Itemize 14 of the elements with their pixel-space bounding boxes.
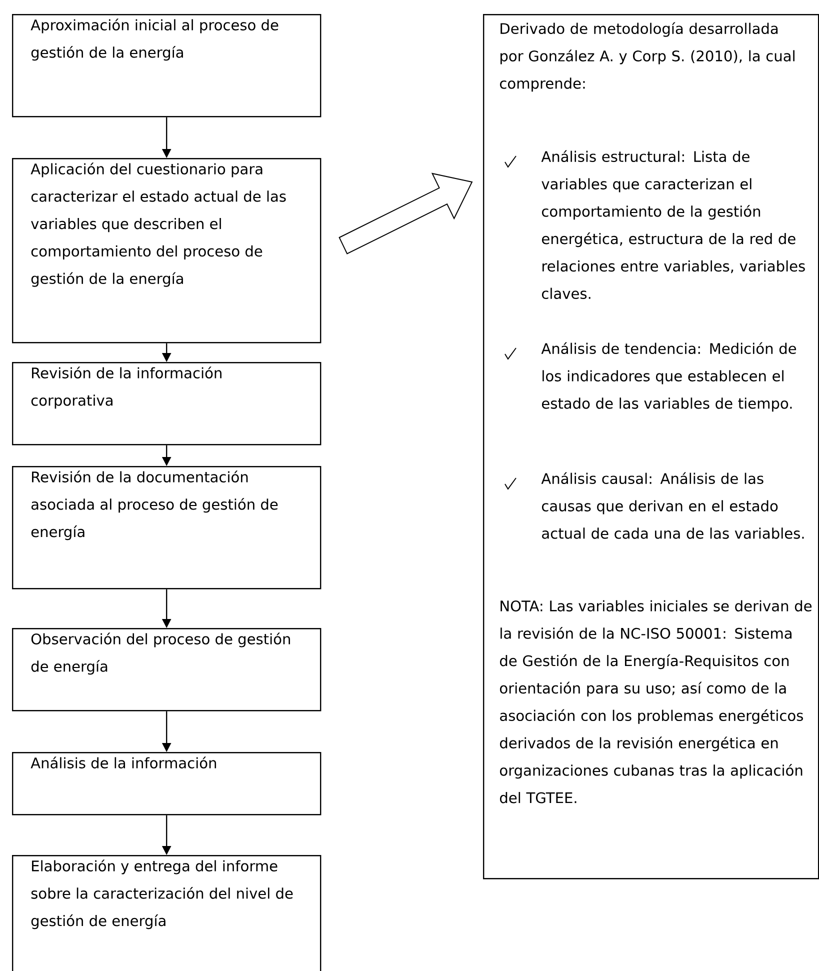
process-box: Análisis de la información: [12, 752, 322, 816]
process-box: Revisión de la información corporativa: [12, 362, 322, 446]
process-box: Elaboración y entrega del informe sobre la caracterización del nivel de gestión de energía: [12, 855, 322, 971]
paragraph-text: Derivado de metodología desarrollada por González A. y Corp S. (2010), la cual comprende:: [500, 22, 794, 92]
process-box: Observación del proceso de gestión de energía: [12, 628, 322, 712]
bullet-text: Análisis causal: Análisis de las causas que derivan en el estado actual de cada una de las variables.: [541, 472, 804, 539]
paragraph-text: NOTA: Las variables iniciales se derivan de la revisión de la NC-ISO 50001: Sistema de Gestión de la Energía-Requisitos con orientación para su uso; así como de la asociación con los problemas energéticos derivados de la revisión energética en organizaciones cubanas tras la aplicación del TGTEE.: [500, 600, 812, 804]
process-box: Revisión de la documentación asociada al proceso de gestión de energía: [12, 466, 322, 590]
process-box: Aplicación del cuestionario para caracterizar el estado actual de las variables que describen el comportamiento del proceso de gestión de la energía: [12, 158, 322, 344]
process-box: Aproximación inicial al proceso de gestión de la energía: [12, 14, 322, 118]
block-arrow: [338, 172, 473, 254]
bullet-text: Análisis de tendencia: Medición de los indicadores que establecen el estado de las variables de tiempo.: [541, 342, 796, 412]
bullet-text: Análisis estructural: Lista de variables que caracterizan el comportamiento de la gestión energética, estructura de la red de relaciones entre variables, variables claves.: [541, 150, 805, 300]
text-box: [483, 14, 819, 880]
